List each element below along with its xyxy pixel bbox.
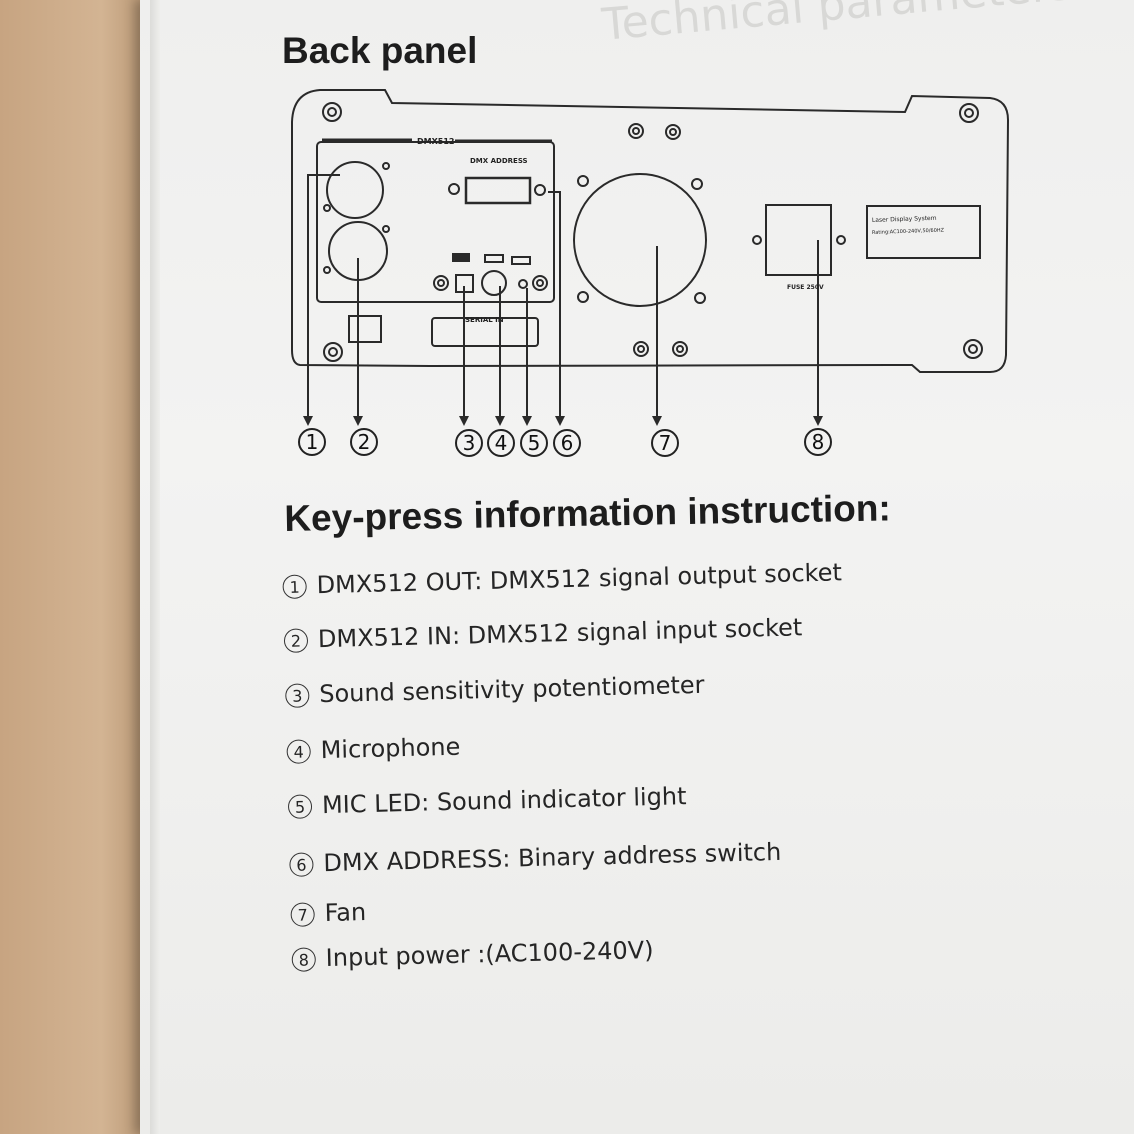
corner-screws xyxy=(322,102,983,362)
item-text: DMX512 IN: DMX512 signal input socket xyxy=(317,613,803,654)
rating-label-line2: Rating:AC100-240V,50/60HZ xyxy=(872,227,945,236)
callout-3: 3 xyxy=(455,429,483,457)
item-text: Microphone xyxy=(320,732,461,765)
fan xyxy=(573,173,707,307)
leader-arrowheads xyxy=(303,416,823,426)
list-item: 2 DMX512 IN: DMX512 signal input socket xyxy=(283,613,803,654)
item-text: Sound sensitivity potentiometer xyxy=(318,670,705,709)
fuse-label: FUSE 250V xyxy=(787,284,824,291)
item-number: 6 xyxy=(289,852,314,877)
list-item: 4 Microphone xyxy=(286,732,461,765)
dmx-module-box xyxy=(316,141,555,303)
item-number: 7 xyxy=(290,902,315,927)
callout-8: 8 xyxy=(804,428,832,456)
item-text: DMX ADDRESS: Binary address switch xyxy=(323,837,782,878)
list-item: 1 DMX512 OUT: DMX512 signal output socket xyxy=(282,558,842,600)
item-number: 1 xyxy=(282,574,307,599)
panel-outline xyxy=(291,89,1010,373)
dmx512-label: DMX512 xyxy=(417,137,454,146)
facing-page xyxy=(0,0,145,1134)
callout-1: 1 xyxy=(298,428,326,456)
item-text: DMX512 OUT: DMX512 signal output socket xyxy=(316,558,843,600)
power-inlet xyxy=(765,204,832,276)
item-number: 3 xyxy=(285,683,310,708)
back-panel-title: Back panel xyxy=(282,30,478,71)
list-item: 6 DMX ADDRESS: Binary address switch xyxy=(289,837,782,878)
item-text: MIC LED: Sound indicator light xyxy=(321,782,687,820)
page-edge xyxy=(150,0,160,1134)
item-text: Fan xyxy=(324,898,367,928)
item-number: 5 xyxy=(287,794,313,819)
dmx-address-switch xyxy=(464,176,532,205)
callout-6: 6 xyxy=(553,429,581,457)
manual-page xyxy=(140,0,1134,1134)
item-number: 4 xyxy=(286,739,311,764)
rating-label xyxy=(866,205,981,259)
serial-in-box xyxy=(431,317,539,347)
callout-4: 4 xyxy=(487,429,515,457)
callout-7: 7 xyxy=(651,429,679,457)
item-number: 2 xyxy=(283,628,309,653)
callout-2: 2 xyxy=(350,428,378,456)
back-panel-diagram: DMX512 DMX ADDRESS SERIAL IN FUSE 250V L… xyxy=(291,89,1010,426)
item-text: Input power :(AC100-240V) xyxy=(325,936,654,973)
list-item: 3 Sound sensitivity potentiometer xyxy=(285,671,705,709)
mic-led xyxy=(518,279,528,289)
list-item: 5 MIC LED: Sound indicator light xyxy=(287,782,687,820)
serial-in-label: SERIAL IN xyxy=(465,316,504,324)
callout-5: 5 xyxy=(520,429,548,457)
dmx-address-label: DMX ADDRESS xyxy=(470,157,528,165)
item-number: 8 xyxy=(291,947,317,972)
list-item: 8 Input power :(AC100-240V) xyxy=(291,936,654,973)
microphone xyxy=(481,270,507,296)
key-press-list: 1 DMX512 OUT: DMX512 signal output socket… xyxy=(282,543,992,980)
list-item: 7 Fan xyxy=(290,898,366,928)
dmx-out-socket xyxy=(326,161,384,219)
rating-label-line1: Laser Display System xyxy=(872,215,937,224)
